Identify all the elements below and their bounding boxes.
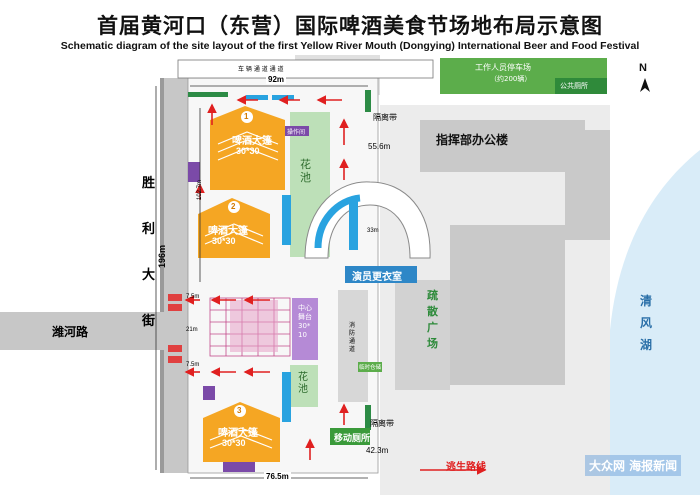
tent-2-size: 30*30 (212, 236, 236, 246)
street-weihe: 潍河路 (52, 325, 89, 339)
dim-75a: 7.5m (186, 294, 200, 300)
dim-75b: 7.5m (186, 362, 200, 368)
tent-1-num: 1 (244, 112, 249, 121)
qingfeng-lake (610, 150, 700, 495)
tent-1-size: 30*30 (236, 146, 260, 156)
mobile-toilet-label: 移动厕所 (334, 434, 371, 444)
compass-label: N (639, 62, 647, 74)
evac-square-label: 疏散广场 (427, 289, 438, 350)
street-shengli-4: 街 (142, 314, 156, 329)
escape-arrows (184, 95, 487, 475)
hq-wing (565, 130, 610, 240)
isolation-top-label: 隔离带 (373, 113, 397, 122)
street-shengli-1: 胜 (142, 176, 156, 191)
dim-196: 196m (157, 244, 167, 268)
tent-1-name: 啤酒大篷 (232, 136, 272, 147)
public-toilet-box (555, 78, 607, 94)
fire-lane (338, 290, 368, 402)
lake-label: 清风湖 (640, 294, 653, 352)
central-stage (292, 298, 318, 360)
compass-icon (640, 78, 650, 92)
shengli-street (164, 78, 188, 473)
east-block (450, 225, 565, 385)
tent-3-size: 30*30 (222, 438, 246, 448)
watermark: 大众网 海报新闻 (585, 455, 682, 476)
weihe-road (0, 312, 164, 350)
tent-2-name: 啤酒大篷 (208, 226, 248, 237)
tent-2 (198, 198, 270, 258)
street-shengli-3: 大 (142, 268, 156, 283)
dim-top: 92m (266, 75, 287, 84)
dim-bottom: 76.5m (264, 472, 291, 481)
staff-parking-sub: （约200辆） (490, 75, 532, 83)
temp-storage (358, 362, 382, 372)
fire-lane-label: 消防通道 (349, 322, 356, 353)
flower-bed-2-label: 花池 (298, 372, 308, 395)
vehicle-lane (177, 59, 434, 79)
staff-parking-label: 工作人员停车场 (475, 63, 531, 72)
stage-label: 中心舞台 30*10 (298, 304, 312, 339)
street-shengli-2: 利 (142, 222, 156, 237)
dim-21m: 21m (186, 327, 198, 333)
performer-room (345, 266, 417, 283)
evac-block (395, 280, 450, 390)
tent-3-name: 啤酒大篷 (218, 428, 258, 439)
performer-room-label: 演员更衣室 (352, 272, 402, 283)
tent-3 (203, 402, 280, 462)
flower-bed-2 (290, 365, 318, 407)
booth-area-pink (230, 300, 278, 352)
dim-102: 102.7m (197, 179, 203, 200)
flower-bed-label: 花池 (300, 158, 311, 184)
public-toilet-label: 公共厕所 (560, 82, 588, 90)
dim-33m: 33m (367, 228, 379, 234)
operation-room-label: 操作间 (287, 129, 306, 136)
map-title: 首届黄河口（东营）国际啤酒美食节场地布局示意图 (97, 14, 603, 38)
hq-label: 指挥部办公楼 (436, 133, 509, 147)
isolation-bottom-label: 隔离带 (370, 419, 394, 428)
temp-storage-label: 临时仓储 (359, 365, 382, 371)
mobile-toilet (330, 428, 370, 445)
tent-3-num: 3 (237, 406, 242, 415)
tent-1 (210, 106, 285, 190)
escape-route-label: 逃生路线 (446, 462, 486, 473)
map-subtitle: Schematic diagram of the site layout of … (60, 40, 640, 52)
hq-building (420, 120, 585, 172)
vehicle-lane-label: 车 辆 通 道 通 道 (238, 66, 284, 73)
tent-2-num: 2 (231, 202, 236, 211)
isolation-top-len: 55.6m (368, 142, 391, 151)
isolation-bottom-len: 42.3m (366, 446, 389, 455)
